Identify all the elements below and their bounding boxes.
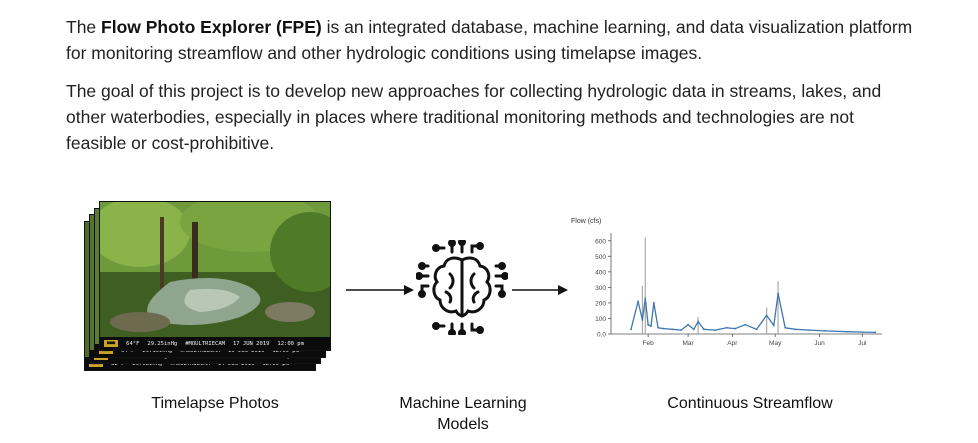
y-tick-label: 100 [595,316,606,323]
y-tick-label: 400 [595,269,606,276]
x-tick-label: Apr [727,340,738,347]
fpe-name: Flow Photo Explorer (FPE) [101,17,322,37]
flow-point [861,331,864,334]
x-tick-label: Jun [814,340,825,347]
flow-point [662,327,665,330]
flow-point [714,329,717,332]
flow-point [784,326,787,329]
stream-photo-image [100,202,330,350]
x-tick-label: May [769,340,782,347]
flow-point [644,297,647,300]
y-tick-label: 200 [595,300,606,307]
flow-point [671,328,674,331]
flow-point [702,328,705,331]
flow-point [755,328,758,331]
flow-point [652,302,655,304]
flow-point [765,314,768,317]
flow-point [725,326,728,329]
flow-point [874,331,877,334]
flow-point [794,328,797,331]
flow-point [692,328,695,331]
intro-paragraph-1: The Flow Photo Explorer (FPE) is an inte… [66,14,916,66]
x-tick-label: Jul [858,340,867,347]
flow-point [687,323,690,326]
intro-paragraph-2: The goal of this project is to develop n… [66,81,882,153]
flow-point [777,292,779,295]
y-tick-label: 500 [595,254,606,261]
flow-point [657,326,660,329]
caption-machine-learning: Machine Learning Models [399,395,527,433]
intro-section: The Flow Photo Explorer (FPE) is an inte… [66,14,916,168]
caption-streamflow: Continuous Streamflow [667,395,833,412]
flow-point [697,320,700,323]
x-tick-label: Feb [643,340,655,347]
y-tick-label: 600 [595,238,606,245]
flow-point [734,327,737,330]
flow-point [824,329,827,332]
flow-point [650,325,652,328]
flow-point [845,330,848,333]
y-tick-label: 0.0 [597,332,606,339]
flow-point [808,329,811,332]
y-tick-label: 300 [595,285,606,292]
chart-ylabel: Flow (cfs) [571,218,601,225]
flow-series-line [630,293,876,334]
flow-point [744,323,747,326]
flow-point [630,328,632,331]
x-tick-label: Mar [683,340,695,347]
flow-point [680,329,682,332]
flow-point [772,324,775,327]
flow-point [641,319,644,321]
brain-circuit-icon [416,240,508,335]
chart-series [630,237,877,334]
caption-timelapse-photos: Timelapse Photos [151,395,279,412]
intro-text: The [66,17,102,37]
flow-point [647,323,650,326]
arrow-right-icon [512,285,568,295]
flow-point [637,300,640,303]
arrow-right-icon [346,285,414,295]
intro-text: is an integrated database, machine learn… [66,17,913,63]
